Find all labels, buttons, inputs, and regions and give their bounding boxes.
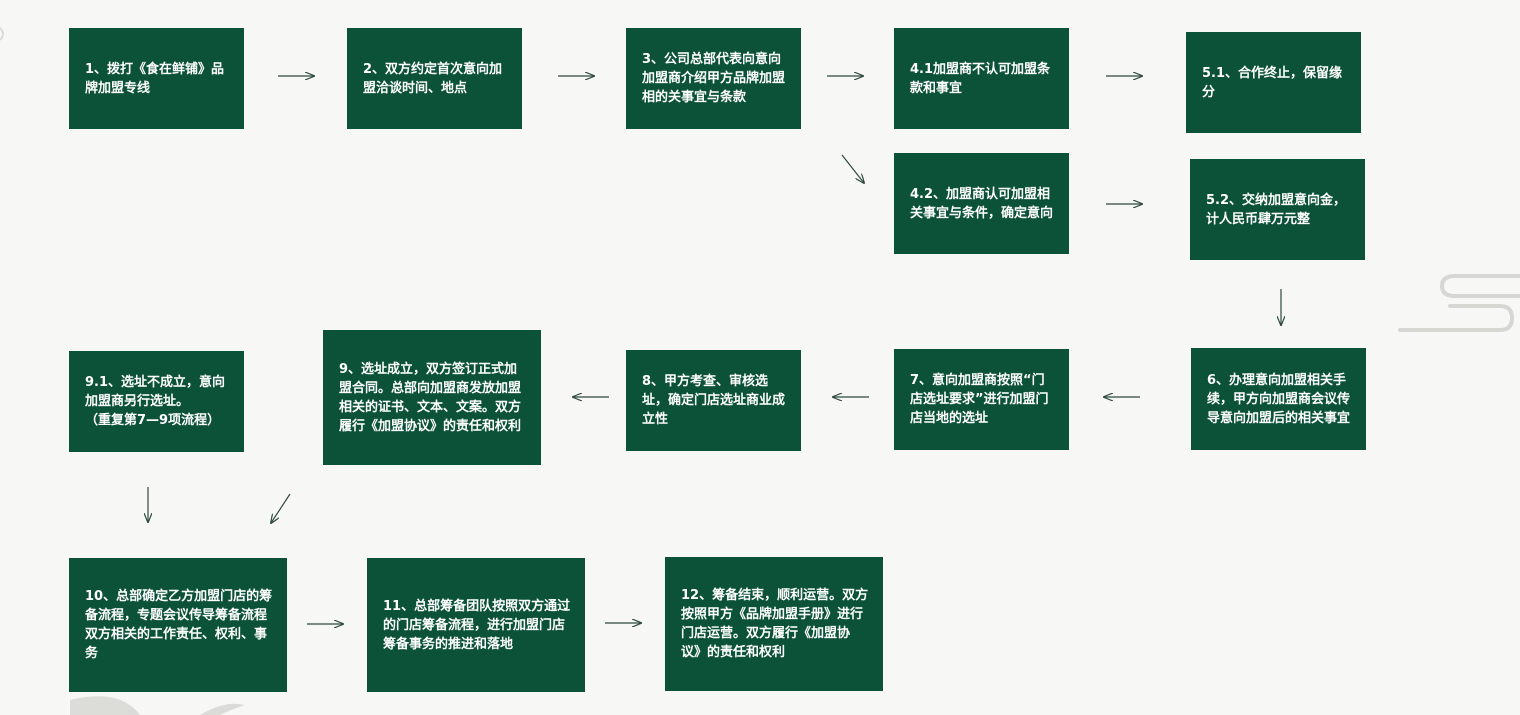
step-3-text: 3、公司总部代表向意向加盟商介绍甲方品牌加盟相的关事宜与条款 bbox=[642, 52, 786, 105]
step-5-1-text: 5.1、合作终止，保留缘分 bbox=[1202, 65, 1343, 100]
step-10-box: 10、总部确定乙方加盟门店的筹备流程，专题会议传导筹备流程双方相关的工作责任、权… bbox=[69, 558, 287, 692]
step-4-2-text: 4.2、加盟商认可加盟相关事宜与条件，确定意向 bbox=[910, 186, 1054, 221]
step-6-text: 6、办理意向加盟相关手续，甲方向加盟商会议传导意向加盟后的相关事宜 bbox=[1207, 372, 1351, 426]
step-2-box: 2、双方约定首次意向加盟洽谈时间、地点 bbox=[347, 28, 522, 129]
step-9-1-text: 9.1、选址不成立，意向加盟商另行选址。 （重复第7—9项流程） bbox=[85, 375, 226, 428]
step-2-text: 2、双方约定首次意向加盟洽谈时间、地点 bbox=[363, 61, 503, 96]
step-9-text: 9、选址成立，双方签订正式加盟合同。总部向加盟商发放加盟相关的证书、文本、文案。… bbox=[339, 361, 522, 434]
step-8-box: 8、甲方考查、审核选址，确定门店选址商业成立性 bbox=[626, 350, 801, 451]
step-11-text: 11、总部筹备团队按照双方通过的门店筹备流程，进行加盟门店筹备事务的推进和落地 bbox=[383, 598, 571, 652]
step-4-1-text: 4.1加盟商不认可加盟条款和事宜 bbox=[910, 61, 1051, 96]
step-8-text: 8、甲方考查、审核选址，确定门店选址商业成立性 bbox=[642, 374, 786, 427]
step-7-box: 7、意向加盟商按照“门店选址要求”进行加盟门店当地的选址 bbox=[894, 349, 1069, 450]
step-1-box: 1、拨打《食在鲜铺》品牌加盟专线 bbox=[69, 28, 244, 129]
step-5-2-box: 5.2、交纳加盟意向金，计人民币肆万元整 bbox=[1190, 159, 1365, 260]
step-5-2-text: 5.2、交纳加盟意向金，计人民币肆万元整 bbox=[1206, 192, 1347, 227]
step-4-1-box: 4.1加盟商不认可加盟条款和事宜 bbox=[894, 28, 1069, 129]
step-3-box: 3、公司总部代表向意向加盟商介绍甲方品牌加盟相的关事宜与条款 bbox=[626, 28, 801, 129]
step-11-box: 11、总部筹备团队按照双方通过的门店筹备流程，进行加盟门店筹备事务的推进和落地 bbox=[367, 558, 585, 692]
step-9-box: 9、选址成立，双方签订正式加盟合同。总部向加盟商发放加盟相关的证书、文本、文案。… bbox=[323, 330, 541, 465]
step-12-text: 12、筹备结束，顺利运营。双方按照甲方《品牌加盟手册》进行门店运营。双方履行《加… bbox=[681, 588, 869, 660]
step-6-box: 6、办理意向加盟相关手续，甲方向加盟商会议传导意向加盟后的相关事宜 bbox=[1191, 348, 1366, 450]
step-5-1-box: 5.1、合作终止，保留缘分 bbox=[1186, 32, 1361, 133]
step-9-1-box: 9.1、选址不成立，意向加盟商另行选址。 （重复第7—9项流程） bbox=[69, 351, 244, 452]
step-7-text: 7、意向加盟商按照“门店选址要求”进行加盟门店当地的选址 bbox=[910, 373, 1049, 426]
step-12-box: 12、筹备结束，顺利运营。双方按照甲方《品牌加盟手册》进行门店运营。双方履行《加… bbox=[665, 557, 883, 691]
step-10-text: 10、总部确定乙方加盟门店的筹备流程，专题会议传导筹备流程双方相关的工作责任、权… bbox=[85, 589, 273, 661]
step-1-text: 1、拨打《食在鲜铺》品牌加盟专线 bbox=[85, 61, 225, 96]
step-4-2-box: 4.2、加盟商认可加盟相关事宜与条件，确定意向 bbox=[894, 153, 1069, 254]
